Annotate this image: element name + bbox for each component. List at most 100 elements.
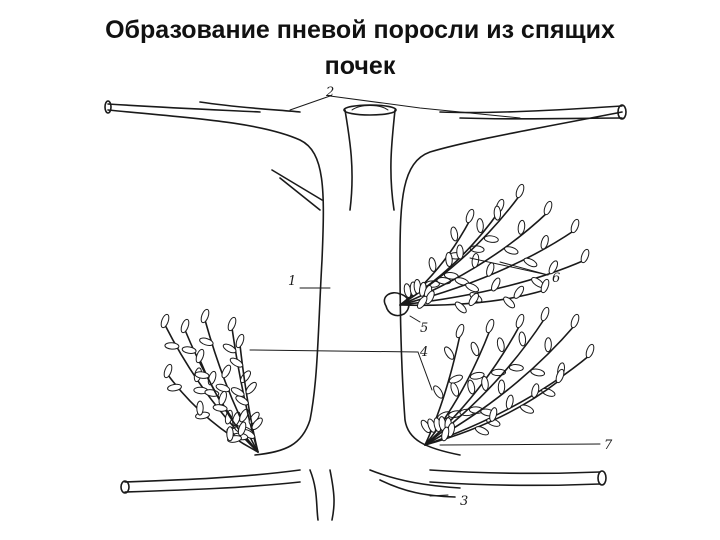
sprout-stem <box>424 334 461 446</box>
leaf <box>543 200 553 216</box>
leaf <box>570 218 580 234</box>
leaf <box>580 248 590 264</box>
leaf <box>445 252 453 267</box>
leaf <box>519 404 535 414</box>
stump-trunk <box>104 100 627 456</box>
leaf <box>531 383 540 398</box>
leaf <box>450 226 459 242</box>
label-sprout-cluster: 4 <box>419 345 428 360</box>
leaf <box>180 318 190 334</box>
leaf <box>548 260 559 275</box>
leaf <box>163 363 173 379</box>
leaf <box>167 383 182 392</box>
leaf <box>215 383 231 393</box>
sprout-clusters <box>160 183 595 453</box>
leaf <box>493 205 502 221</box>
leaf <box>465 208 475 224</box>
label-stump: 1 <box>288 274 296 289</box>
leaf <box>230 387 245 397</box>
label-branches: 2 <box>325 85 334 100</box>
leaf <box>508 364 524 372</box>
leaf <box>456 244 464 260</box>
leaf <box>585 343 595 359</box>
leaf <box>467 379 476 395</box>
leaf <box>518 331 527 347</box>
label-root-collar-bud: 7 <box>604 438 613 453</box>
leaf <box>454 301 467 314</box>
leaf <box>486 262 495 277</box>
slide-title: Образование пневой поросли из спящих поч… <box>0 12 720 84</box>
title-line-2: почек <box>324 52 396 80</box>
leaf <box>570 313 580 329</box>
leaf <box>513 285 525 299</box>
leaf <box>416 295 428 309</box>
leaf <box>474 426 490 436</box>
roots <box>120 469 607 521</box>
leaf <box>212 404 228 412</box>
leaf <box>199 337 214 347</box>
sprout-stem <box>199 359 259 453</box>
leaf <box>448 374 463 384</box>
leaf <box>468 292 479 307</box>
leaf <box>164 342 180 350</box>
leaf <box>428 257 437 272</box>
leaf <box>227 316 237 332</box>
leaf <box>481 376 489 391</box>
leaf <box>540 235 549 250</box>
leaf <box>515 313 525 329</box>
leaf <box>235 333 245 349</box>
leaf <box>251 417 263 430</box>
leaf <box>503 296 516 309</box>
leaf <box>195 348 205 364</box>
sprout-stem <box>424 329 491 446</box>
leaf <box>181 346 197 354</box>
leaf <box>544 337 552 353</box>
leaf <box>491 277 501 292</box>
leaf <box>441 426 450 442</box>
leaf <box>497 379 506 395</box>
leaf <box>221 364 232 379</box>
leaf <box>496 337 505 353</box>
leaf <box>476 218 484 234</box>
leaf <box>160 313 170 329</box>
leaf <box>245 381 257 395</box>
leaf <box>471 253 480 268</box>
leaf <box>483 235 499 243</box>
label-leaves: 6 <box>552 271 560 286</box>
leaf <box>517 219 526 235</box>
leaf <box>505 394 514 410</box>
leaf <box>450 382 460 397</box>
leaf <box>235 395 249 406</box>
leaf <box>455 323 465 339</box>
leaf <box>194 371 210 379</box>
leaf <box>229 357 244 368</box>
leaf <box>218 390 227 406</box>
title-line-1: Образование пневой поросли из спящих <box>105 16 615 44</box>
leaf <box>222 343 237 354</box>
sprout-stem <box>424 317 546 446</box>
leaf <box>237 421 247 437</box>
leaf <box>444 346 455 360</box>
sprout-stem <box>399 194 521 306</box>
leaf <box>433 385 444 399</box>
leaf <box>515 183 525 199</box>
leaf <box>470 341 480 357</box>
leader-lines <box>249 95 601 497</box>
leaf <box>200 308 210 324</box>
leaf <box>425 290 435 305</box>
leaf <box>485 318 495 334</box>
leaf <box>540 278 550 294</box>
sprout-stem <box>424 324 521 446</box>
leaf <box>555 368 565 384</box>
label-roots: 3 <box>460 494 468 509</box>
leaf <box>226 426 234 442</box>
leaf <box>465 282 480 293</box>
leaf <box>530 368 546 377</box>
leaf <box>469 371 485 380</box>
leaf <box>504 246 519 255</box>
leaf <box>196 400 204 416</box>
leaf <box>540 306 550 322</box>
label-dormant-bud: 5 <box>420 321 428 336</box>
leaf <box>523 257 538 268</box>
